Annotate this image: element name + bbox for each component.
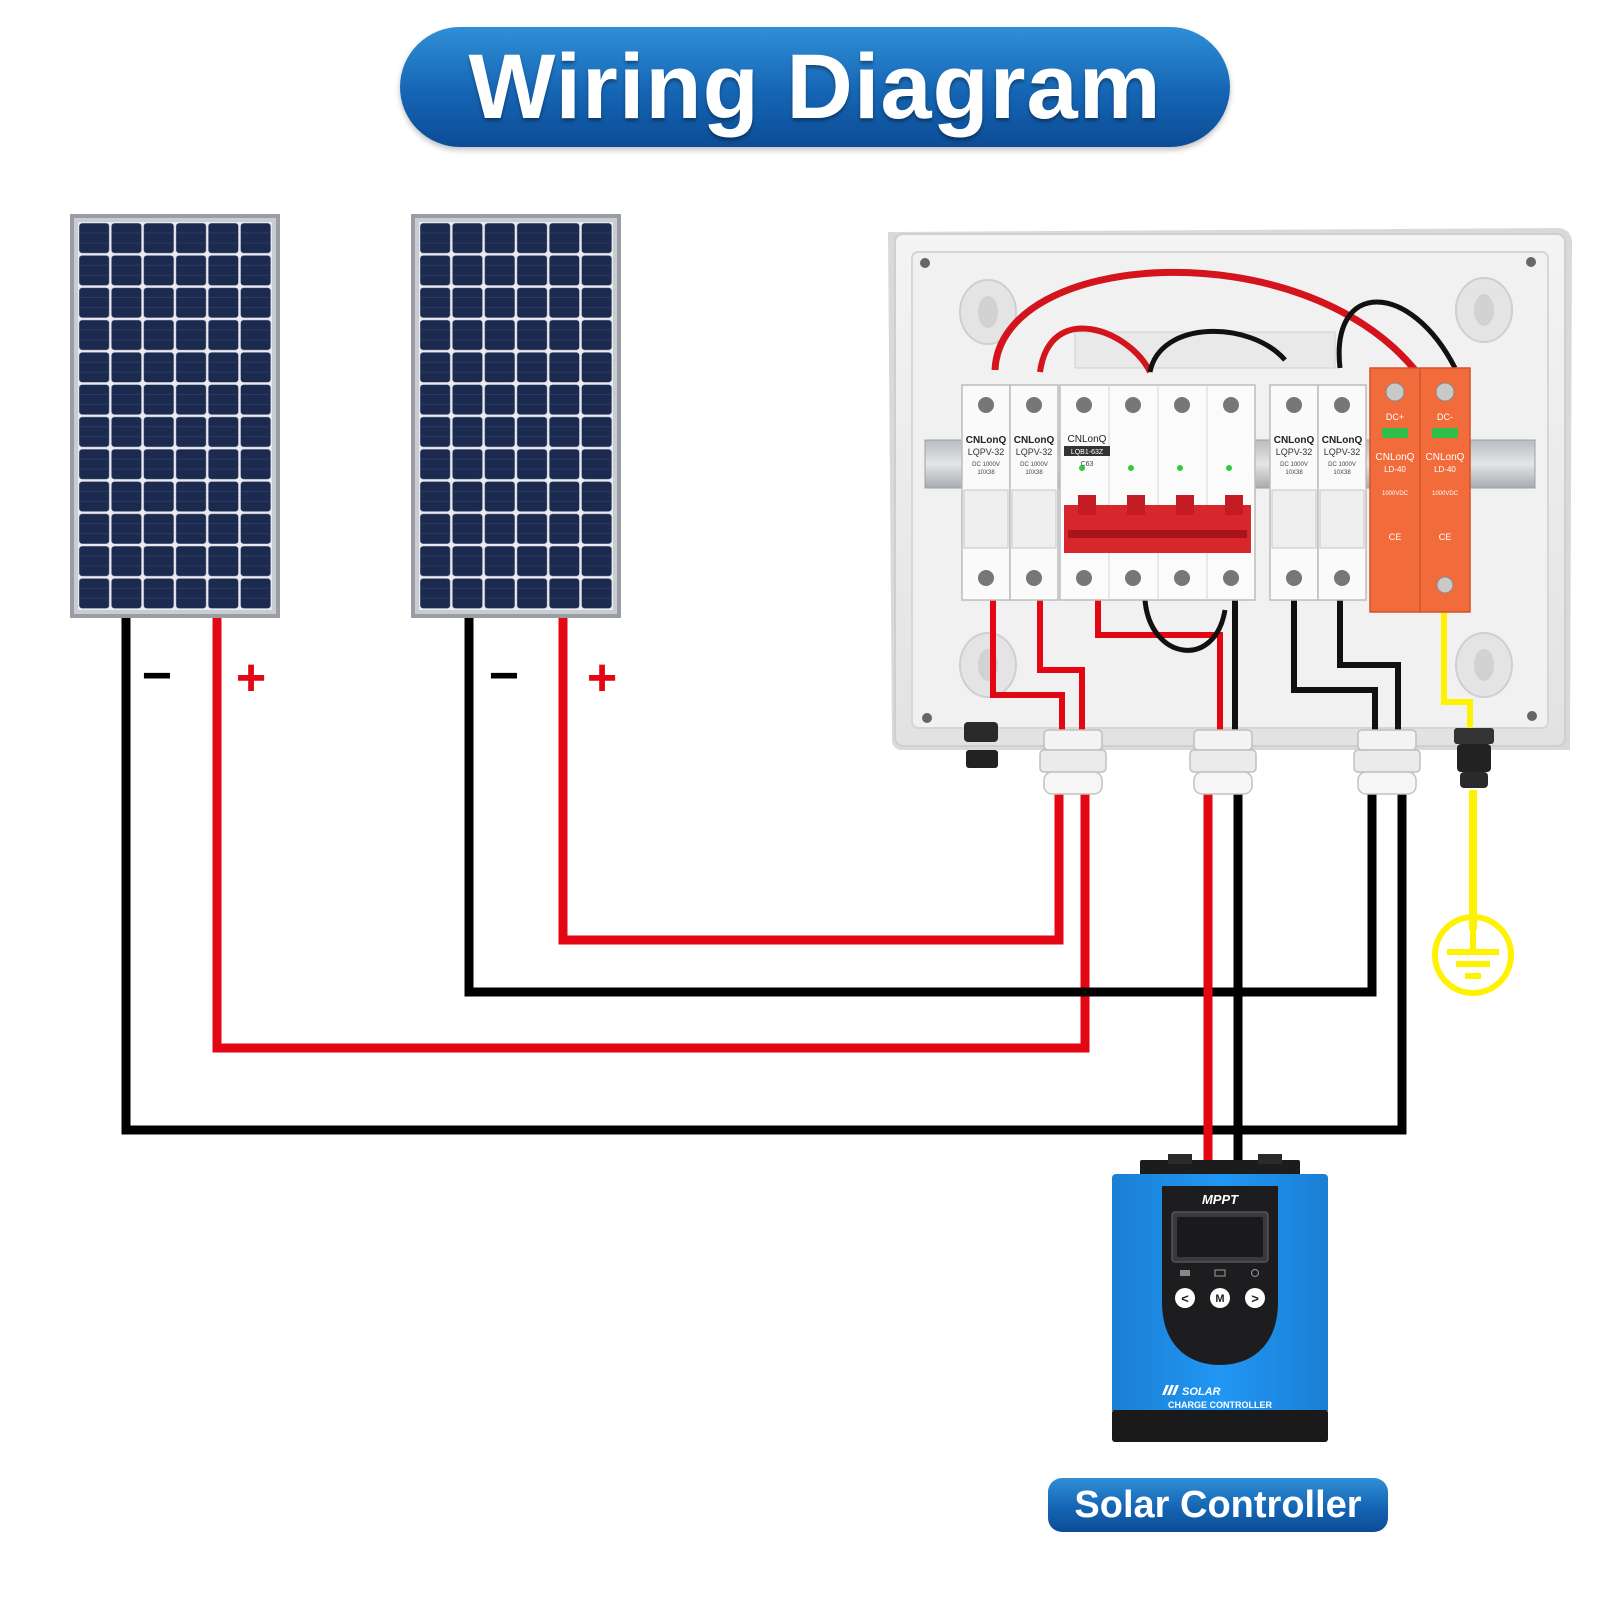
breaker-rating: C63: [1081, 461, 1094, 468]
fuse-1-size: 10X38: [977, 470, 995, 476]
solar-panel-2: [411, 214, 621, 618]
spd-2-voltage: 1000VDC: [1432, 491, 1459, 497]
wire-p2-negative: [464, 618, 1377, 997]
dc-breaker: CNLonQ LQB1-63Z C63: [1059, 384, 1256, 601]
brand-slash-logo-icon: [1162, 1385, 1179, 1395]
fuse-4-brand: CNLonQ: [1322, 435, 1363, 446]
panel-1-negative-label: −: [142, 647, 172, 705]
fuse-4-model: LQPV-32: [1324, 447, 1361, 457]
surge-protector: DC+ DC- CNLonQ CNLonQ LD-40 LD-40 1000VD…: [1369, 367, 1471, 613]
fuse-4-rating: DC 1000V: [1328, 462, 1356, 468]
controller-left-button-label: <: [1181, 1291, 1189, 1306]
spd-neg-label: DC-: [1437, 412, 1453, 422]
load-status-icon: [1250, 1268, 1260, 1278]
panel-status-icon: [1180, 1270, 1190, 1276]
controller-right-button-label: >: [1251, 1291, 1259, 1306]
controller-brand-line-2: CHARGE CONTROLLER: [1168, 1400, 1272, 1410]
controller-label: Solar Controller: [1074, 1484, 1362, 1526]
solar-panel-1: [70, 214, 280, 618]
fuse-2-brand: CNLonQ: [1014, 435, 1055, 446]
fuse-holder-4: CNLonQ LQPV-32 DC 1000V 10X38: [1317, 384, 1367, 601]
fuse-holder-2: CNLonQ LQPV-32 DC 1000V 10X38: [1009, 384, 1059, 601]
fuse-1-model: LQPV-32: [968, 447, 1005, 457]
fuse-3-rating: DC 1000V: [1280, 462, 1308, 468]
spd-1-model: LD-40: [1384, 465, 1406, 474]
vent-plug: [964, 722, 998, 768]
spd-2-brand: CNLonQ: [1426, 452, 1465, 463]
cable-gland-2: [1189, 729, 1257, 795]
fuse-3-size: 10X38: [1285, 470, 1303, 476]
spd-2-ce: CE: [1439, 532, 1452, 542]
battery-status-icon: [1214, 1269, 1226, 1277]
fuse-3-brand: CNLonQ: [1274, 435, 1315, 446]
cable-gland-3: [1353, 729, 1421, 795]
wire-p1-positive: [212, 618, 1090, 1053]
cable-gland-ground: [1454, 728, 1494, 788]
spd-pos-label: DC+: [1386, 412, 1404, 422]
fuse-2-rating: DC 1000V: [1020, 462, 1048, 468]
fuse-2-size: 10X38: [1025, 470, 1043, 476]
fuse-3-model: LQPV-32: [1276, 447, 1313, 457]
title-banner: Wiring Diagram: [400, 27, 1230, 147]
fuse-holder-1: CNLonQ LQPV-32 DC 1000V 10X38: [961, 384, 1011, 601]
controller-mode-button-label: M: [1215, 1293, 1224, 1305]
controller-type-label: MPPT: [1202, 1192, 1239, 1207]
cable-gland-1: [1039, 729, 1107, 795]
wire-p2-positive: [558, 618, 1064, 945]
controller-mode-button[interactable]: M: [1210, 1288, 1230, 1308]
page-title: Wiring Diagram: [468, 36, 1162, 138]
solar-charge-controller: MPPT < M >: [1112, 1154, 1328, 1442]
controller-brand-line-1: SOLAR: [1182, 1386, 1221, 1398]
controller-left-button[interactable]: <: [1175, 1288, 1195, 1308]
fuse-4-size: 10X38: [1333, 470, 1351, 476]
ground-symbol-icon: [1432, 914, 1514, 996]
panel-1-positive-label: +: [236, 649, 266, 707]
panel-2-positive-label: +: [587, 649, 617, 707]
spd-2-model: LD-40: [1434, 465, 1456, 474]
combiner-box: CNLonQ LQPV-32 DC 1000V 10X38 CNLonQ LQP…: [888, 228, 1572, 795]
fuse-1-brand: CNLonQ: [966, 435, 1007, 446]
panel-2-negative-label: −: [489, 647, 519, 705]
fuse-holder-3: CNLonQ LQPV-32 DC 1000V 10X38: [1269, 384, 1319, 601]
controller-right-button[interactable]: >: [1245, 1288, 1265, 1308]
breaker-brand: CNLonQ: [1068, 434, 1107, 445]
spd-1-voltage: 1000VDC: [1382, 491, 1409, 497]
breaker-model: LQB1-63Z: [1071, 449, 1104, 456]
spd-1-brand: CNLonQ: [1376, 452, 1415, 463]
spd-1-ce: CE: [1389, 532, 1402, 542]
fuse-1-rating: DC 1000V: [972, 462, 1000, 468]
controller-label-badge: Solar Controller: [1048, 1478, 1388, 1532]
fuse-2-model: LQPV-32: [1016, 447, 1053, 457]
wire-p1-negative: [121, 618, 1407, 1135]
